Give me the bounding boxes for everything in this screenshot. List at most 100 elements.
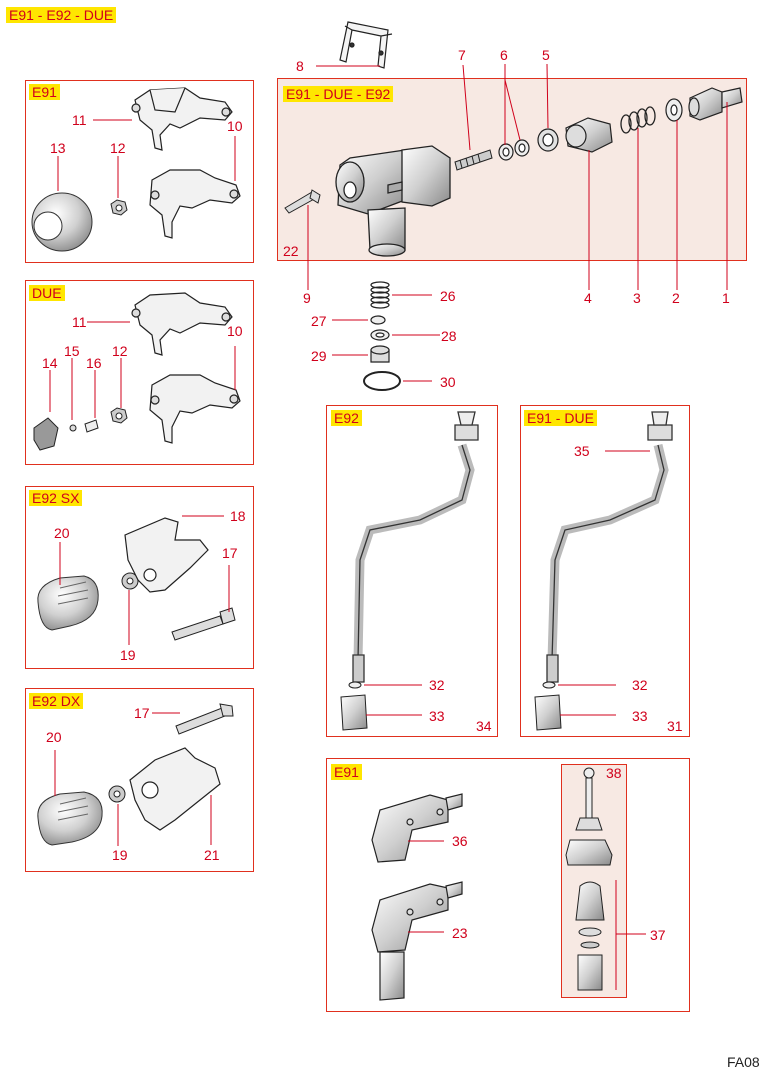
callout-10-top: 10 (227, 118, 243, 134)
part-14-cap (33, 417, 59, 451)
callout-38: 38 (606, 765, 622, 781)
section-tag-e92sx: E92 SX (29, 490, 83, 506)
callout-28: 28 (441, 328, 457, 344)
callout-23: 23 (452, 925, 468, 941)
section-tag-e91-top: E91 (29, 84, 60, 100)
part-19-nut-dx (108, 785, 126, 803)
part-13-knob-round (31, 192, 93, 252)
callout-29: 29 (311, 348, 327, 364)
section-e91due-tube-frame (520, 405, 690, 737)
part-18-lever-sx (124, 517, 209, 593)
tube-e92 (352, 411, 479, 683)
part-11-lever-top (131, 87, 233, 151)
part-32-ring-e92 (348, 681, 362, 689)
page-code: FA08 (727, 1054, 760, 1070)
callout-18: 18 (230, 508, 246, 524)
callout-19-sx: 19 (120, 647, 136, 663)
callout-33-e91due: 33 (632, 708, 648, 724)
callout-37: 37 (650, 927, 666, 943)
part-23-elbow-long (371, 881, 463, 1001)
part-29-bushing (370, 345, 390, 363)
section-e92-tube-frame (326, 405, 498, 737)
callout-22: 22 (283, 243, 299, 259)
callout-7: 7 (458, 47, 466, 63)
callout-19-dx: 19 (112, 847, 128, 863)
part-12-nut-due (110, 407, 128, 424)
part-2-washer (665, 98, 683, 122)
callout-17-sx: 17 (222, 545, 238, 561)
callout-10-due: 10 (227, 323, 243, 339)
section-tag-due: DUE (29, 285, 65, 301)
section-e92dx-frame (25, 688, 254, 872)
part-33-sleeve-e91due (534, 694, 562, 731)
part-10-lever-top (149, 169, 241, 239)
tube-e91-due (546, 411, 673, 683)
callout-9: 9 (303, 290, 311, 306)
part-1-fitting (688, 87, 743, 121)
part-12-nut-top (110, 199, 128, 216)
callout-16: 16 (86, 355, 102, 371)
callout-15: 15 (64, 343, 80, 359)
callout-leaders (49, 63, 728, 990)
part-16-pin (84, 419, 99, 433)
part-20-knob-sx (37, 575, 99, 631)
callout-11-due: 11 (72, 314, 87, 330)
callout-6: 6 (500, 47, 508, 63)
section-tag-e92-tube: E92 (331, 410, 362, 426)
part-28-washer (370, 329, 390, 341)
part-7-spring-pin (454, 149, 493, 171)
callout-35: 35 (574, 443, 590, 459)
callout-27: 27 (311, 313, 327, 329)
callout-36: 36 (452, 833, 468, 849)
section-tag-e91-bottom: E91 (331, 764, 362, 780)
part-32-ring-e91due (542, 681, 556, 689)
callout-32-e91due: 32 (632, 677, 648, 693)
callout-32-e92: 32 (429, 677, 445, 693)
callout-8: 8 (296, 58, 304, 74)
part-15-ball (69, 424, 77, 432)
section-tag-e92dx: E92 DX (29, 693, 84, 709)
callout-11-top: 11 (72, 112, 87, 128)
part-37-valve-set (565, 839, 613, 991)
assembly-number-31: 31 (667, 718, 683, 734)
part-8-bracket (339, 21, 393, 69)
part-21-lever-dx (129, 747, 221, 831)
section-e92sx-frame (25, 486, 254, 669)
callout-3: 3 (633, 290, 641, 306)
page-title: E91 - E92 - DUE (6, 7, 117, 23)
part-19-nut-sx (121, 572, 139, 590)
callout-14: 14 (42, 355, 58, 371)
callout-17-dx: 17 (134, 705, 150, 721)
part-27-ring (370, 315, 386, 325)
callout-5: 5 (542, 47, 550, 63)
callout-12-top: 12 (110, 140, 126, 156)
callout-13: 13 (50, 140, 66, 156)
part-17-pin-dx (175, 703, 234, 735)
part-3-springs (620, 106, 656, 134)
part-17-pin-sx (171, 607, 236, 641)
section-e91-bottom-frame (326, 758, 690, 1012)
part-10-lever-due (149, 374, 241, 444)
section-tag-e91due-tube: E91 - DUE (524, 410, 597, 426)
callout-12-due: 12 (112, 343, 128, 359)
part-36-elbow (371, 793, 463, 863)
callout-20-dx: 20 (46, 729, 62, 745)
callout-30: 30 (440, 374, 456, 390)
callout-1: 1 (722, 290, 730, 306)
part-30-oring (363, 371, 401, 391)
section-due-frame (25, 280, 254, 465)
part-22-screw (284, 189, 321, 214)
callout-26: 26 (440, 288, 456, 304)
part-26-spring (370, 281, 390, 309)
part-33-sleeve-e92 (340, 694, 368, 731)
part-38-stem (575, 767, 603, 831)
part-6-washers (498, 139, 530, 161)
main-valve-body (335, 145, 451, 257)
assembly-number-34: 34 (476, 718, 492, 734)
section-e91-top-frame (25, 80, 254, 263)
callout-33-e92: 33 (429, 708, 445, 724)
callout-4: 4 (584, 290, 592, 306)
part-20-knob-dx (37, 791, 103, 846)
callout-21: 21 (204, 847, 220, 863)
part-4-hex-nut (565, 117, 613, 153)
